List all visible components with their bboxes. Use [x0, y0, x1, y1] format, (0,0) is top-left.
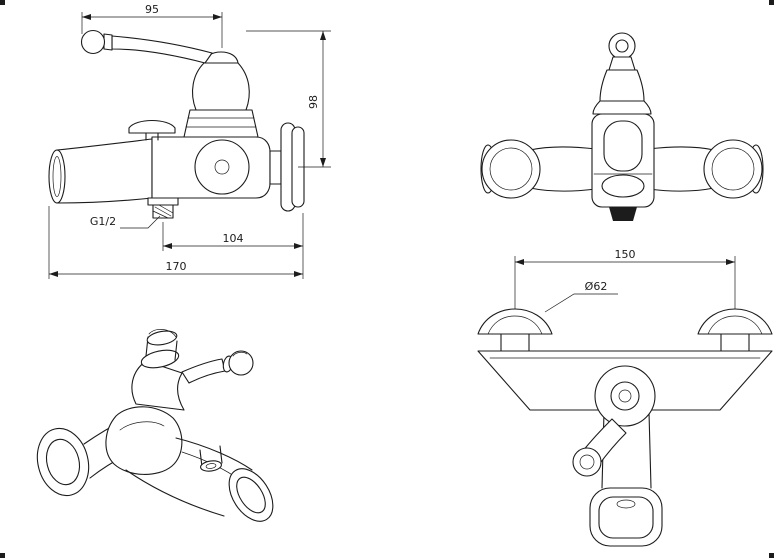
- handle-lever: [111, 35, 213, 64]
- dim-170-label: 170: [166, 260, 187, 273]
- outlet-front: [609, 207, 637, 221]
- handle: [80, 29, 250, 111]
- iso-spout: [125, 437, 274, 522]
- iso-body: [105, 406, 183, 475]
- bottom-spout-end: [589, 487, 663, 547]
- shower-outlet: [147, 197, 179, 219]
- handle-ball: [80, 29, 106, 55]
- isometric-view: [36, 329, 274, 522]
- cartridge-cap: [594, 365, 656, 427]
- bottom-handle: [572, 418, 627, 477]
- wall-escutcheons: [480, 139, 764, 199]
- iso-handle-ball: [228, 350, 254, 376]
- dim-95-label: 95: [145, 3, 159, 16]
- iso-spout-mouth: [228, 468, 274, 522]
- dim-spout-to-wall: 104: [162, 213, 304, 279]
- flange-diameter-label: Ø62: [585, 280, 608, 293]
- iso-handle-lever: [181, 358, 226, 384]
- dim-flange-centers: 150: [514, 248, 736, 311]
- dim-height: 98: [246, 30, 331, 168]
- dim-overall-length: 170: [48, 206, 303, 279]
- bottom-view: 150 Ø62: [477, 248, 773, 547]
- iso-handle: [131, 329, 254, 411]
- side-view: 95 98 G1/2 104 170: [48, 3, 331, 279]
- thread-label: G1/2: [90, 215, 161, 229]
- dim-98-label: 98: [307, 95, 320, 109]
- thread-size-label: G1/2: [90, 215, 116, 228]
- bottom-flanges: [477, 308, 773, 352]
- body-front: [591, 113, 655, 221]
- spout: [48, 138, 153, 204]
- dim-104-label: 104: [223, 232, 244, 245]
- bottom-body: [477, 350, 773, 489]
- dim-handle-span: 95: [81, 3, 223, 48]
- dim-150-label: 150: [615, 248, 636, 261]
- front-view: [480, 32, 764, 221]
- handle-front: [592, 32, 652, 115]
- iso-outlet: [200, 460, 222, 472]
- diverter-knob: [128, 119, 176, 141]
- flange-diameter-callout: Ø62: [544, 280, 618, 313]
- valve-body: [151, 109, 271, 199]
